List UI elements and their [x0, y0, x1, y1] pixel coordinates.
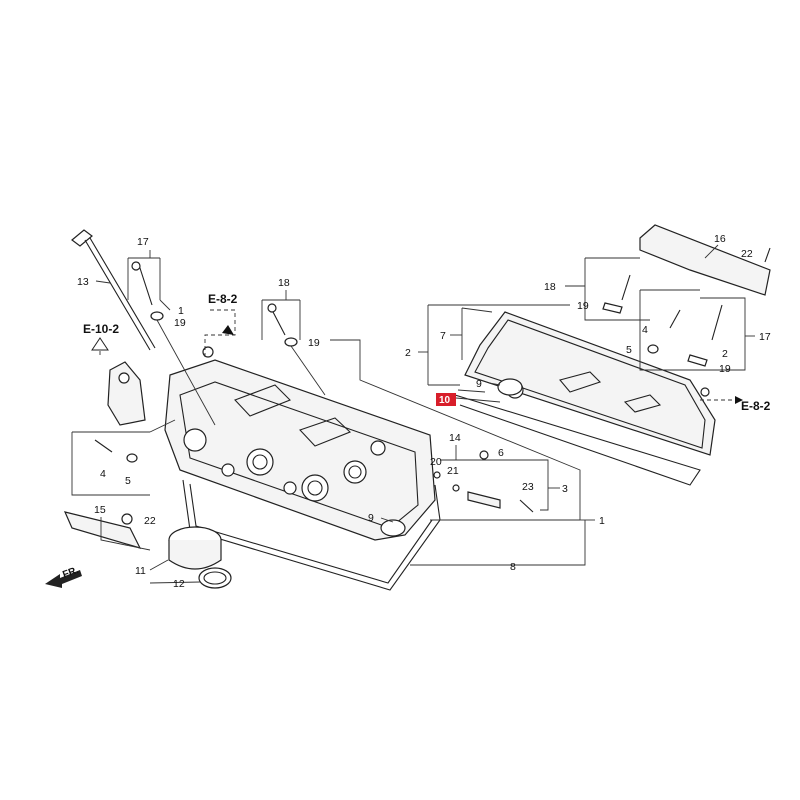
callout-19-mid: 19: [308, 337, 320, 349]
callout-16: 16: [714, 233, 726, 245]
callout-21: 21: [447, 465, 459, 477]
callout-7: 7: [440, 330, 446, 342]
o-ring-21: [452, 484, 460, 492]
callout-15: 15: [94, 504, 106, 516]
grommet-19-mid: [284, 337, 298, 347]
callout-11: 11: [135, 565, 146, 577]
pcv-valve: [467, 491, 501, 509]
fr-arrow-icon: [45, 570, 82, 588]
callout-5-right: 5: [626, 344, 632, 356]
callout-5-left: 5: [125, 475, 131, 487]
dipstick: [71, 229, 156, 351]
left-gasket: [182, 479, 441, 591]
bolt-22-left: [121, 513, 133, 525]
leader-lines: [71, 244, 755, 584]
bolt-17-right: [711, 304, 723, 341]
callout-19-right-b: 19: [719, 363, 731, 375]
callout-19-right-a: 19: [577, 300, 589, 312]
callout-1: 1: [599, 515, 605, 527]
callout-9-left: 9: [368, 512, 374, 524]
ref-e-8-2-left: E-8-2: [208, 292, 238, 306]
callout-10: 10: [439, 395, 451, 406]
bolt-18-right: [621, 274, 631, 301]
fr-label: FR.: [61, 565, 80, 581]
bracket-16: [639, 224, 771, 296]
callout-17-left: 17: [137, 236, 149, 248]
grommet-19-right-a: [602, 302, 623, 314]
ref-e-10-2: E-10-2: [83, 322, 119, 336]
e102-arrow: [91, 337, 109, 351]
callout-14: 14: [449, 432, 461, 444]
bolt-23: [519, 499, 534, 513]
callout-23: 23: [522, 481, 534, 493]
left-head-cover: [164, 346, 436, 541]
seal-9-left: [380, 519, 406, 537]
callout-9-right: 9: [476, 378, 482, 390]
callout-2-right: 2: [722, 348, 728, 360]
callout-20: 20: [430, 456, 442, 468]
e82-right-arrow: [735, 396, 743, 404]
callout-4-right: 4: [642, 324, 648, 336]
e82-left-arrow: [222, 325, 234, 335]
bolt-22-right: [764, 247, 771, 263]
ref-e-8-2-right: E-8-2: [741, 399, 771, 413]
callout-4-left: 4: [100, 468, 106, 480]
bolt-18-left: [271, 309, 286, 336]
dipstick-guide: [107, 361, 146, 426]
cap-seal: [198, 567, 232, 589]
washer-5-left: [126, 453, 138, 463]
washer-5-right: [647, 344, 659, 354]
left-gasket-inner: [189, 483, 433, 584]
bolt-4-right: [669, 309, 681, 329]
callout-6: 6: [498, 447, 504, 459]
callout-12: 12: [173, 578, 185, 590]
callout-2-left: 2: [405, 347, 411, 359]
grommet-19-right-b: [687, 354, 708, 367]
bolt-17-left: [137, 261, 153, 306]
callout-3: 3: [562, 483, 568, 495]
callout-10-highlight: [436, 393, 456, 406]
right-gasket: [454, 394, 701, 486]
callout-17-right: 17: [759, 331, 771, 343]
callout-18-right: 18: [544, 281, 556, 293]
callout-labels: 1 2 2 3 4 4 5 5 6 7 8 9 9 10 11 12 13 14…: [77, 233, 771, 590]
callout-13: 13: [77, 276, 89, 288]
o-ring-20: [433, 471, 441, 479]
callout-22-left: 22: [144, 515, 156, 527]
callout-1-left: 1: [178, 305, 184, 317]
callout-8: 8: [510, 561, 516, 573]
bolt-4-left: [94, 439, 113, 453]
callout-22-right: 22: [741, 248, 753, 260]
callout-18-left: 18: [278, 277, 290, 289]
callout-19-left: 19: [174, 317, 186, 329]
grommet-19-left: [150, 311, 164, 321]
oil-filler-cap: [168, 526, 222, 570]
seal-9-right: [497, 378, 523, 396]
bolt-6: [479, 450, 489, 460]
